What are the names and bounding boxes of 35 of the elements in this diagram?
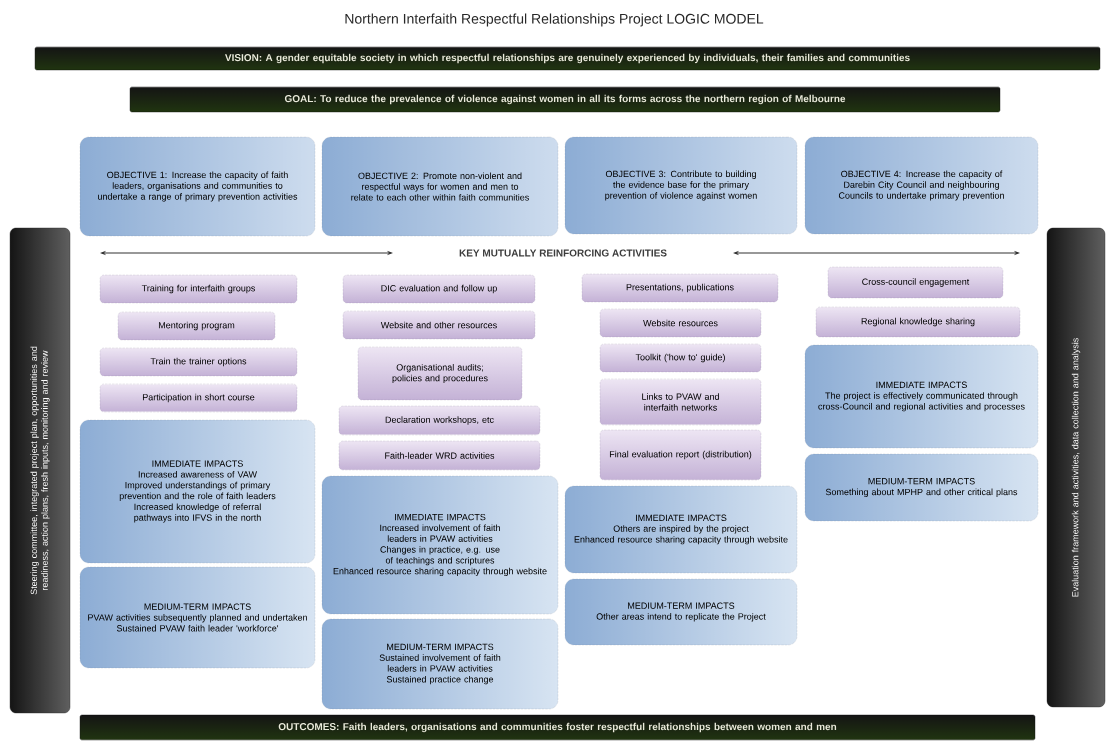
impact-box: IMMEDIATE IMPACTS Others are inspired by the project Enhanced resource sharing capacity through website bbox=[564, 485, 798, 574]
activity-box: Toolkit ('how to' guide) bbox=[599, 343, 762, 373]
activity-box: Final evaluation report (distribution) bbox=[599, 429, 762, 481]
activity-box: DIC evaluation and follow up bbox=[342, 274, 536, 304]
impact-box: MEDIUM-TERM IMPACTS Other areas intend to replicate the Project bbox=[564, 578, 798, 646]
activity-box: Links to PVAW and interfaith networks bbox=[599, 378, 762, 426]
activity-box: Organisational audits; policies and procedures bbox=[357, 346, 523, 401]
activity-box: Training for interfaith groups bbox=[99, 274, 298, 304]
activity-box: Presentations, publications bbox=[581, 273, 779, 303]
activity-box: Cross-council engagement bbox=[827, 266, 1004, 299]
impact-box: MEDIUM-TERM IMPACTS PVAW activities subsequently planned and undertaken Sustained PVAW faith leader 'workforce' bbox=[79, 566, 316, 669]
impact-box: IMMEDIATE IMPACTS Increased awareness of VAW Improved understandings of primary prevention and the role of faith leaders Increased knowledge of referral pathways into IFVS in the north bbox=[79, 419, 316, 564]
objective-box: OBJECTIVE 3: Contribute to building the evidence base for the primary prevention of violence against women bbox=[564, 136, 798, 235]
objective-box: OBJECTIVE 4: Increase the capacity of Darebin City Council and neighbouring Councils to undertake primary prevention bbox=[804, 136, 1039, 235]
activity-box: Faith-leader WRD activities bbox=[338, 440, 541, 471]
activity-box: Website resources bbox=[599, 308, 762, 338]
objective-box: OBJECTIVE 1: Increase the capacity of faith leaders, organisations and communities to undertake a range of primary prevention activities bbox=[79, 136, 316, 237]
activity-box: Regional knowledge sharing bbox=[815, 306, 1021, 338]
statement-banner: OUTCOMES: Faith leaders, organisations and communities foster respectful relationships between women and men bbox=[79, 714, 1036, 741]
impact-box: MEDIUM-TERM IMPACTS Something about MPHP and other critical plans bbox=[804, 453, 1039, 522]
statement-banner: GOAL: To reduce the prevalence of violence against women in all its forms across the northern region of Melbourne bbox=[129, 86, 1001, 113]
activity-box: Declaration workshops, etc bbox=[338, 405, 541, 436]
title: Northern Interfaith Respectful Relationships Project LOGIC MODEL bbox=[345, 13, 764, 27]
activity-box: Train the trainer options bbox=[99, 347, 298, 377]
objective-box: OBJECTIVE 2: Promote non-violent and respectful ways for women and men to relate to each other within faith communities bbox=[321, 136, 559, 237]
impact-box: IMMEDIATE IMPACTS Increased involvement of faith leaders in PVAW activities Changes in practice, e.g. use of teachings and scriptures Enhanced resource sharing capacity through website bbox=[321, 475, 559, 615]
impact-box: MEDIUM-TERM IMPACTS Sustained involvement of faith leaders in PVAW activities Sustained practice change bbox=[321, 618, 559, 710]
impact-box: IMMEDIATE IMPACTS The project is effectively communicated through cross-Council and regional activities and processes bbox=[804, 344, 1039, 449]
activity-box: Mentoring program bbox=[117, 311, 276, 341]
activity-box: Participation in short course bbox=[99, 383, 298, 413]
side-panel: Evaluation framework and activities, data collection and analysis bbox=[1046, 227, 1106, 708]
side-panel: Steering committee, integrated project plan, opportunities and readiness, action plans, fresh inputs, monitoring and review bbox=[9, 227, 71, 714]
statement-banner: VISION: A gender equitable society in which respectful relationships are genuinely experienced by individuals, their families and communities bbox=[34, 46, 1101, 71]
section-heading: KEY MUTUALLY REINFORCING ACTIVITIES bbox=[459, 249, 667, 257]
activity-box: Website and other resources bbox=[342, 310, 536, 340]
